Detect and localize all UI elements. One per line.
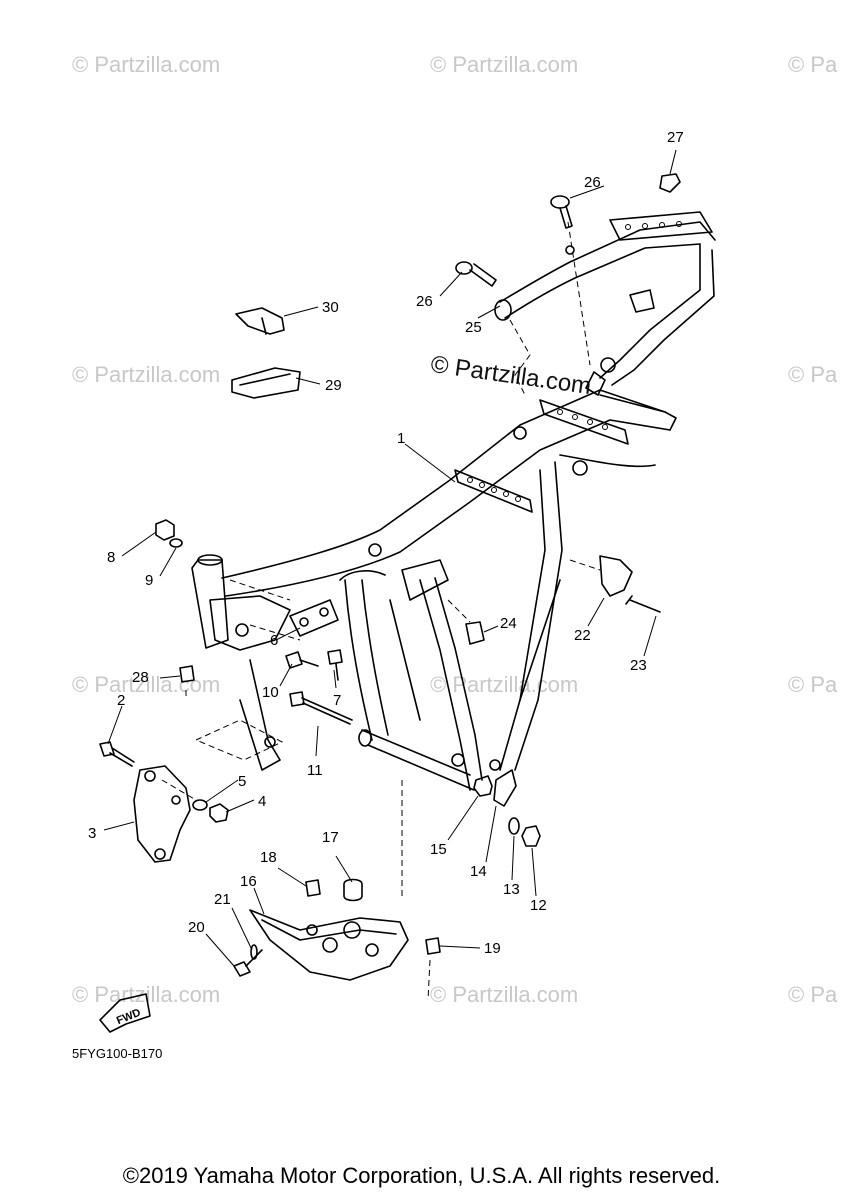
copyright-notice: ©2019 Yamaha Motor Corporation, U.S.A. A…	[122, 1163, 721, 1188]
fwd-label: FWD	[115, 1007, 143, 1028]
bracket-3	[133, 765, 191, 863]
washer-21	[250, 944, 258, 960]
callout-19: 19	[484, 940, 501, 957]
callout-24: 24	[500, 615, 517, 632]
callout-28: 28	[132, 669, 149, 686]
bolt-18	[305, 879, 321, 897]
watermark: © Partzilla.com	[72, 672, 221, 697]
rear-subframe	[494, 211, 716, 396]
callout-7: 7	[333, 692, 341, 709]
label-28	[179, 665, 195, 683]
callout-12: 12	[530, 897, 547, 914]
bushing-27	[659, 173, 681, 193]
callout-4: 4	[258, 793, 266, 810]
callout-11: 11	[307, 762, 323, 779]
pad-29	[231, 367, 301, 399]
nut-4	[209, 803, 229, 823]
bolt-26	[550, 195, 573, 229]
watermark: © Pa	[788, 52, 838, 77]
callout-6: 6	[270, 632, 278, 649]
rubber-17	[343, 878, 363, 902]
fwd-arrow-icon	[99, 993, 151, 1033]
nut-8	[155, 519, 175, 541]
bolt-7	[327, 649, 343, 681]
callout-25: 25	[465, 319, 482, 336]
watermark: © Partzilla.com	[72, 362, 221, 387]
bracket-30	[235, 307, 285, 335]
bolt-19	[425, 937, 441, 955]
callout-14: 14	[470, 863, 487, 880]
callout-30: 30	[322, 299, 339, 316]
callout-2: 2	[117, 692, 125, 709]
callout-20: 20	[188, 919, 205, 936]
callout-13: 13	[503, 881, 520, 898]
callout-23: 23	[630, 657, 647, 674]
watermark: © Partzilla.com	[430, 52, 579, 77]
plate-6	[289, 599, 339, 637]
callout-1: 1	[397, 430, 405, 447]
callout-15: 15	[430, 841, 447, 858]
callout-10: 10	[262, 684, 279, 701]
bolt-20	[233, 949, 263, 977]
callout-26: 26	[416, 293, 433, 310]
washer-13	[508, 817, 520, 835]
callout-22: 22	[574, 627, 591, 644]
watermark: © Partzilla.com	[430, 672, 579, 697]
bracket-22	[599, 555, 633, 597]
nut-12	[521, 825, 541, 847]
watermark: © Pa	[788, 362, 838, 387]
callout-18: 18	[260, 849, 277, 866]
watermark: © Partzilla.com	[72, 52, 221, 77]
washer-5	[192, 799, 208, 811]
bolt-23	[625, 595, 661, 613]
callout-9: 9	[145, 572, 153, 589]
nut-15	[473, 775, 493, 797]
callout-26: 26	[584, 174, 601, 191]
callout-17: 17	[322, 829, 339, 846]
callout-16: 16	[240, 873, 257, 890]
callout-5: 5	[238, 773, 246, 790]
bolt-26	[455, 261, 497, 287]
washer-9	[169, 538, 183, 548]
collar-24	[465, 621, 485, 645]
watermark: © Partzilla.com	[430, 982, 579, 1007]
watermark: © Pa	[788, 982, 838, 1007]
bolt-2	[99, 741, 135, 767]
bolt-10	[285, 651, 319, 669]
long-bolt-11	[289, 691, 353, 725]
drawing-code: 5FYG100-B170	[72, 1046, 163, 1061]
callout-27: 27	[667, 129, 684, 146]
skid-plate-16	[249, 909, 409, 981]
callout-21: 21	[214, 891, 231, 908]
callout-29: 29	[325, 377, 342, 394]
callout-3: 3	[88, 825, 96, 842]
callout-8: 8	[107, 549, 115, 566]
bracket-14	[493, 769, 517, 807]
main-frame	[191, 389, 677, 791]
watermark: © Pa	[788, 672, 838, 697]
